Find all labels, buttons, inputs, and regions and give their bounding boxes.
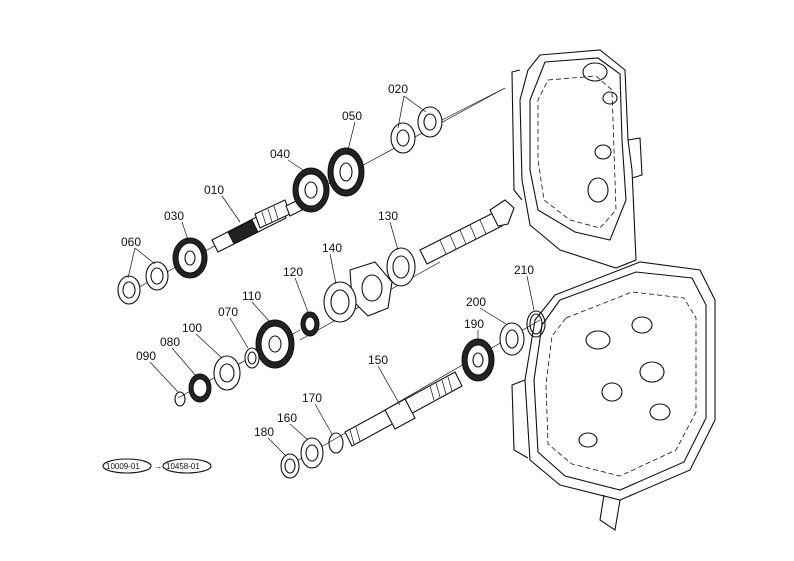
- part-140-cover-bearing[interactable]: [323, 261, 393, 323]
- label-020: 020: [388, 82, 408, 96]
- part-200-bearing[interactable]: [499, 322, 525, 356]
- part-070-collar[interactable]: [244, 347, 260, 369]
- label-110: 110: [242, 289, 261, 303]
- part-090-circlip[interactable]: [174, 391, 186, 407]
- part-150-shaft[interactable]: [344, 371, 463, 447]
- leader-lines: [127, 95, 535, 457]
- serial-arrow: →: [154, 462, 162, 471]
- lower-housing: [511, 261, 716, 531]
- serial-from-oval: [102, 458, 152, 474]
- label-200: 200: [466, 295, 486, 309]
- label-030: 030: [164, 209, 184, 223]
- label-070: 070: [218, 305, 238, 319]
- part-120-needle-bearing[interactable]: [300, 311, 320, 337]
- label-090: 090: [136, 349, 156, 363]
- serial-to: 10458-01: [166, 462, 200, 471]
- serial-from: 10009-01: [106, 462, 140, 471]
- label-040: 040: [270, 147, 290, 161]
- label-170: 170: [302, 391, 322, 405]
- part-040-gear[interactable]: [292, 167, 330, 213]
- label-160: 160: [277, 411, 297, 425]
- part-010-shaft[interactable]: [211, 199, 303, 253]
- part-labels: 020 050 040 010 030 060 130 140 120 110 …: [121, 82, 534, 439]
- part-170-ring[interactable]: [328, 432, 344, 454]
- label-130: 130: [378, 209, 398, 223]
- part-190-gear[interactable]: [461, 338, 495, 382]
- label-140: 140: [322, 241, 342, 255]
- serial-range-reference: 10009-01 → 10458-01: [102, 458, 212, 474]
- part-100-bearing[interactable]: [213, 355, 241, 391]
- label-050: 050: [342, 109, 362, 123]
- part-160-bearing[interactable]: [300, 437, 324, 469]
- part-110-gear[interactable]: [255, 319, 295, 369]
- label-010: 010: [204, 183, 224, 197]
- label-080: 080: [160, 335, 180, 349]
- part-130-shaft-bearing[interactable]: [386, 199, 515, 287]
- part-210-snap-ring[interactable]: [526, 310, 546, 338]
- upper-housing: [511, 49, 643, 269]
- label-210: 210: [514, 263, 534, 277]
- label-150: 150: [368, 353, 388, 367]
- part-030-gear[interactable]: [172, 237, 208, 279]
- part-080-gear[interactable]: [188, 373, 212, 403]
- serial-to-oval: [162, 458, 212, 474]
- label-180: 180: [254, 425, 274, 439]
- part-180-bearing[interactable]: [280, 453, 300, 479]
- label-060: 060: [121, 235, 141, 249]
- label-120: 120: [283, 265, 303, 279]
- label-100: 100: [182, 321, 202, 335]
- label-190: 190: [464, 317, 484, 331]
- part-060-bearing[interactable]: [117, 261, 169, 305]
- part-050-gear[interactable]: [327, 147, 365, 197]
- part-020-bearing[interactable]: [390, 106, 443, 154]
